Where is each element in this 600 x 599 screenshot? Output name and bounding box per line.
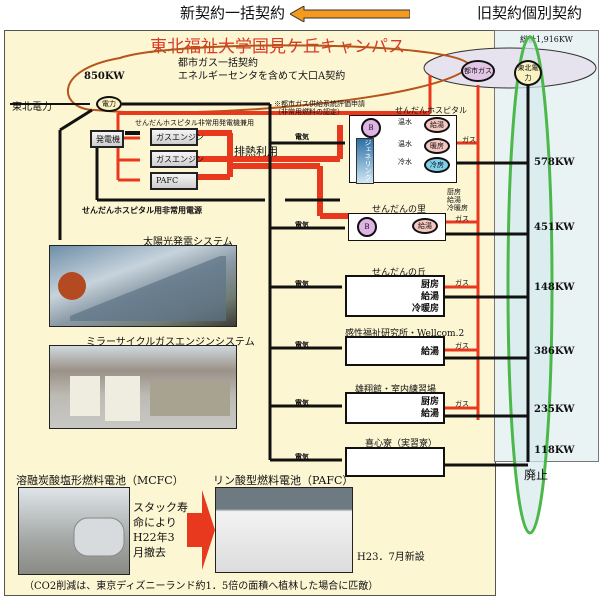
footer-note: （CO2削減は、東京ディズニーランド約1．5倍の面積へ植林した場合に匹敵） [24, 581, 379, 592]
hospital-generator-note: せんだんホスピタル非常用発電機兼用 [135, 119, 254, 127]
building-item: 給湯 [420, 347, 439, 357]
elec-label: 電気 [295, 452, 309, 461]
building-name-1: せんだんの里 [372, 205, 427, 215]
city-gas-node: 都市ガス [461, 60, 495, 82]
side-note-item: 厨房 [447, 188, 461, 196]
mirror-cycle-caption: ミラーサイクルガスエンジンシステム [86, 337, 255, 348]
diagram-title: 東北福祉大学国見ケ丘キャンパス [150, 37, 405, 57]
mcfc-caption: 溶融炭酸塩形燃料電池（MCFC） [16, 474, 184, 487]
supply-hot-node: 給湯 [424, 117, 450, 133]
cold-water-label: 冷水 [398, 158, 412, 166]
gas-label: ガス [455, 400, 469, 408]
elec-label: 電気 [295, 220, 309, 229]
hospital-kw: 578KW [534, 157, 575, 168]
building-kw-1: 451KW [534, 222, 575, 233]
building-box-2: 厨房 給湯 冷暖房 [345, 275, 445, 317]
old-contract-label: 旧契約個別契約 [477, 4, 583, 22]
building-item: 給湯 [420, 292, 439, 302]
gas-engine-2: ガスエンジン [150, 150, 204, 168]
total-capacity: 総計1,916KW [520, 35, 573, 44]
pafc-caption: リン酸型燃料電池（PAFC） [213, 474, 354, 487]
solar-photo [49, 245, 237, 327]
power-node: 電力 [96, 96, 122, 112]
emergency-power-label: せんだんホスピタル用非常用電源 [82, 205, 202, 215]
gas-engine-1: ガスエンジン [150, 128, 204, 146]
side-note-item: 給湯 [447, 196, 461, 204]
mcfc-note-line: H22年3 [133, 531, 175, 544]
generator-box: 発電機 [90, 130, 124, 148]
building-kw-5: 118KW [534, 445, 575, 456]
gas-note-2: （非常用燃料の認定） [274, 108, 344, 116]
hospital-name: せんだんホスピタル [395, 106, 467, 115]
side-note-item: 冷暖房 [447, 204, 468, 212]
building-name-3: 感性福祉研究所・Wellcom.2 [345, 329, 465, 339]
tohoku-power-node: 東北電力 [514, 60, 542, 86]
heating-node: 暖房 [424, 138, 450, 154]
building-kw-2: 148KW [534, 282, 575, 293]
gas-label: ガス [455, 342, 469, 350]
hot-water-label-2: 温水 [398, 140, 412, 148]
building-item: 厨房 [420, 280, 439, 290]
elec-label: 電気 [295, 398, 309, 407]
gas-label: ガス [455, 215, 469, 223]
hot-water-label-1: 温水 [398, 118, 412, 126]
building-box-4: 厨房 給湯 [345, 392, 445, 424]
contract-change-arrow [290, 6, 410, 22]
abolished-label: 廃止 [524, 468, 549, 482]
gas-label-hospital: ガス [462, 136, 476, 144]
boiler-node: B [361, 118, 381, 138]
gas-contract-line1: 都市ガス一括契約 [178, 58, 258, 69]
gas-label: ガス [455, 279, 469, 287]
building-side-note: 厨房 給湯 冷暖房 [447, 188, 468, 212]
mcfc-note-line: 命により [133, 516, 177, 529]
solar-caption: 太陽光発電システム [143, 237, 233, 248]
cooling-node: 冷房 [424, 157, 450, 173]
mcfc-note-line: スタック寿 [133, 501, 188, 514]
building-box-3: 給湯 [345, 336, 445, 366]
mcfc-note: スタック寿 命により H22年3 月撤去 [133, 500, 188, 560]
supply-hot-node-2: 給湯 [412, 218, 438, 234]
mirror-cycle-photo [49, 345, 237, 429]
elec-label: 電気 [295, 132, 309, 141]
cogen-box: ジェネリンク [356, 138, 374, 184]
building-kw-4: 235KW [534, 404, 575, 415]
mcfc-note-line: 月撤去 [133, 546, 166, 559]
building-name-2: せんだんの丘 [372, 268, 427, 278]
elec-label: 電気 [295, 340, 309, 349]
gas-contract-line2: エネルギーセンタを含めて大口A契約 [178, 71, 346, 82]
new-contract-label: 新契約一括契約 [180, 4, 286, 22]
building-item: 厨房 [420, 397, 439, 407]
tohoku-power-label: 東北電力 [12, 102, 52, 113]
elec-label: 電気 [295, 279, 309, 288]
building-box-5 [345, 447, 445, 477]
boiler-node-2: B [357, 217, 377, 237]
gas-note-1: ※都市ガス供給系統評価申請 [274, 100, 365, 108]
waste-heat-label: 排熱利用 [234, 145, 278, 158]
building-kw-3: 386KW [534, 346, 575, 357]
pafc-note: H23．7月新設 [357, 552, 425, 563]
building-name-4: 雄翔館・室内練習場 [355, 385, 437, 395]
mcfc-photo [18, 487, 130, 575]
building-item: 給湯 [420, 409, 439, 419]
building-name-5: 喜心寮（実習寮） [365, 439, 438, 449]
pafc-box: PAFC [150, 172, 198, 190]
building-item: 冷暖房 [411, 304, 439, 314]
pafc-photo [215, 487, 353, 573]
gas-capacity: 850KW [84, 71, 125, 82]
